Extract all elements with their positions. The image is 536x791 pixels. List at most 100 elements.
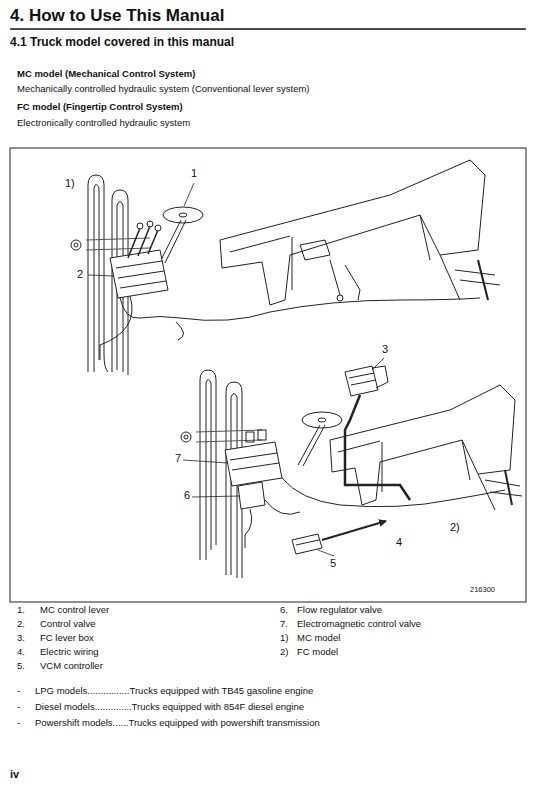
hydraulic-hoses <box>505 470 512 505</box>
leader-lines <box>318 550 334 556</box>
vcm-controller <box>292 534 322 554</box>
hydraulic-hoses <box>176 260 500 340</box>
leader-lines <box>183 460 228 463</box>
flow-regulator-valve <box>238 482 265 509</box>
leader-lines <box>192 496 240 497</box>
model-note: LPG models................Trucks equippe… <box>35 686 313 697</box>
hydraulic-hoses <box>176 322 184 340</box>
leader-lines <box>184 183 194 206</box>
steering-wheel <box>302 412 342 428</box>
hydraulic-hoses <box>265 500 300 514</box>
callout-number: 4 <box>395 536 403 549</box>
page-number: iv <box>10 768 19 781</box>
electric-wiring-arrow <box>322 521 386 540</box>
key-text: Control valve <box>40 619 95 630</box>
chassis-frame <box>420 215 460 300</box>
chassis-frame <box>300 240 330 260</box>
figure-number: 216300 <box>470 586 495 595</box>
callout-number: 5 <box>329 557 337 570</box>
control-valve <box>100 221 180 360</box>
key-number: 6. <box>280 605 288 616</box>
key-number: 1. <box>17 605 25 616</box>
callout-number: 7 <box>174 452 182 465</box>
model-heading: FC model (Fingertip Control System) <box>17 102 183 113</box>
electromagnetic-control-valve <box>225 430 282 486</box>
steering-wheel <box>160 207 203 263</box>
control-valve <box>110 250 168 298</box>
key-text: Flow regulator valve <box>297 605 382 616</box>
figure-label: 1) <box>64 177 76 190</box>
mast-pipes <box>184 435 188 439</box>
hydraulic-hoses <box>478 260 488 300</box>
mast-pipes <box>196 430 262 442</box>
control-valve <box>155 225 161 231</box>
steering-wheel <box>298 425 325 466</box>
key-number: 2. <box>17 619 25 630</box>
figure-frame <box>10 148 526 602</box>
key-text: MC model <box>297 633 340 644</box>
chassis-frame <box>462 440 495 510</box>
control-valve <box>128 226 158 258</box>
bullet-dash: - <box>17 702 20 713</box>
fc-lever-box <box>349 373 376 385</box>
mast-pipes <box>181 432 191 442</box>
model-description: Electronically controlled hydraulic syst… <box>17 118 190 129</box>
electromagnetic-control-valve <box>258 430 266 440</box>
chassis-frame <box>220 160 485 305</box>
fc-lever-box <box>372 366 388 388</box>
model-heading: MC model (Mechanical Control System) <box>17 69 195 80</box>
fc-lever-box <box>345 366 378 396</box>
page-title: 4. How to Use This Manual <box>10 6 224 26</box>
mast-pipes <box>200 370 216 560</box>
callout-number: 6 <box>183 489 191 502</box>
mast-pipes <box>88 175 104 372</box>
control-valve <box>120 298 180 318</box>
figure-label: 2) <box>449 521 461 534</box>
electromagnetic-control-valve <box>246 432 254 442</box>
flow-regulator-valve <box>245 509 252 548</box>
fc-lever-box <box>345 366 388 396</box>
leader-lines <box>372 358 384 370</box>
hydraulic-hoses <box>330 260 360 300</box>
flow-regulator-valve <box>238 482 265 548</box>
mast-pipes <box>104 355 108 372</box>
key-number: 2) <box>280 647 288 658</box>
hydraulic-hoses <box>180 298 480 320</box>
chassis-frame <box>230 236 292 290</box>
key-number: 3. <box>17 633 25 644</box>
key-text: FC model <box>297 647 338 658</box>
fc-model-drawing <box>181 366 522 578</box>
model-note: Diesel models..............Trucks equipp… <box>35 702 304 713</box>
chassis-frame <box>330 385 515 505</box>
hydraulic-hoses <box>282 478 505 507</box>
leader-lines <box>88 183 384 556</box>
steering-wheel <box>160 220 186 263</box>
title-rule <box>10 28 526 30</box>
electromagnetic-control-valve <box>225 442 282 486</box>
key-text: VCM controller <box>40 661 103 672</box>
key-number: 1) <box>280 633 288 644</box>
mast-pipes <box>74 243 78 247</box>
mast-pipes <box>71 240 81 250</box>
steering-wheel <box>163 207 203 223</box>
control-valve <box>116 261 166 288</box>
key-text: MC control lever <box>40 605 109 616</box>
subheading: 4.1 Truck model covered in this manual <box>10 36 234 50</box>
callout-number: 1 <box>190 167 198 180</box>
key-number: 4. <box>17 647 25 658</box>
electric-wiring-path <box>345 395 410 500</box>
steering-wheel <box>179 213 187 217</box>
mast-pipes <box>94 185 99 373</box>
control-valve <box>137 223 143 229</box>
callout-number: 2 <box>76 268 84 281</box>
bullet-dash: - <box>17 718 20 729</box>
key-number: 5. <box>17 661 25 672</box>
control-valve <box>147 221 153 227</box>
steering-wheel <box>318 418 326 422</box>
callout-number: 3 <box>381 343 389 356</box>
electric-wiring-path <box>345 395 410 500</box>
bullet-dash: - <box>17 686 20 697</box>
hydraulic-hoses <box>485 480 522 496</box>
hydraulic-hoses <box>265 470 522 514</box>
electromagnetic-control-valve <box>230 453 279 470</box>
